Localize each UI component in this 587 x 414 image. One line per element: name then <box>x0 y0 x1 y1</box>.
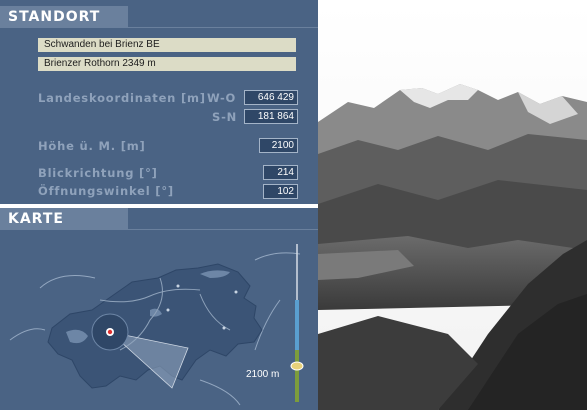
standort-title: STANDORT <box>8 9 101 25</box>
country-shape <box>47 263 263 389</box>
sn-value-field[interactable]: 181 864 <box>244 109 298 124</box>
coordinates-label: Landeskoordinaten [m] <box>38 91 206 105</box>
height-value-field[interactable]: 2100 <box>259 138 298 153</box>
view-cone <box>108 331 189 389</box>
foreground-left <box>318 316 478 410</box>
slider-knob-icon[interactable] <box>290 361 304 371</box>
map-graphic <box>9 244 304 406</box>
standort-rule <box>0 27 318 28</box>
karte-rule <box>0 229 318 230</box>
direction-label: Blickrichtung [°] <box>38 166 158 180</box>
mountain-rendering <box>318 4 587 410</box>
elevation-value-label: 2100 m <box>246 369 280 380</box>
control-panel: STANDORT Schwanden bei Brienz BE Brienze… <box>0 0 318 410</box>
city-dot <box>176 284 180 288</box>
karte-tab[interactable]: KARTE <box>0 208 128 230</box>
angle-value-field[interactable]: 102 <box>263 184 298 199</box>
switzerland-map[interactable] <box>0 230 318 410</box>
city-dot <box>222 326 226 330</box>
elevation-slider-blue-range <box>295 300 299 350</box>
sn-label: S-N <box>212 110 238 124</box>
neighbor-borders <box>9 252 301 406</box>
elevation-slider-green-range <box>295 350 299 402</box>
lake-geneva <box>66 329 88 344</box>
location-name-field[interactable]: Schwanden bei Brienz BE <box>38 38 296 52</box>
lake-constance <box>200 270 230 278</box>
height-label: Höhe ü. M. [m] <box>38 139 146 153</box>
foreground-right <box>468 294 587 410</box>
section-divider <box>0 204 318 208</box>
wo-value-field[interactable]: 646 429 <box>244 90 298 105</box>
standort-tab[interactable]: STANDORT <box>0 6 128 28</box>
city-dot <box>234 290 238 294</box>
location-pin-center <box>107 329 113 335</box>
wo-label: W-O <box>207 91 237 105</box>
city-dot <box>166 308 170 312</box>
panorama-view[interactable] <box>318 4 587 410</box>
snow-cap-right <box>518 92 578 124</box>
lake <box>318 250 414 280</box>
direction-value-field[interactable]: 214 <box>263 165 298 180</box>
peak-name-field[interactable]: Brienzer Rothorn 2349 m <box>38 57 296 71</box>
angle-label: Öffnungswinkel [°] <box>38 184 174 198</box>
snow-cap <box>400 84 478 108</box>
karte-title: KARTE <box>8 211 64 227</box>
